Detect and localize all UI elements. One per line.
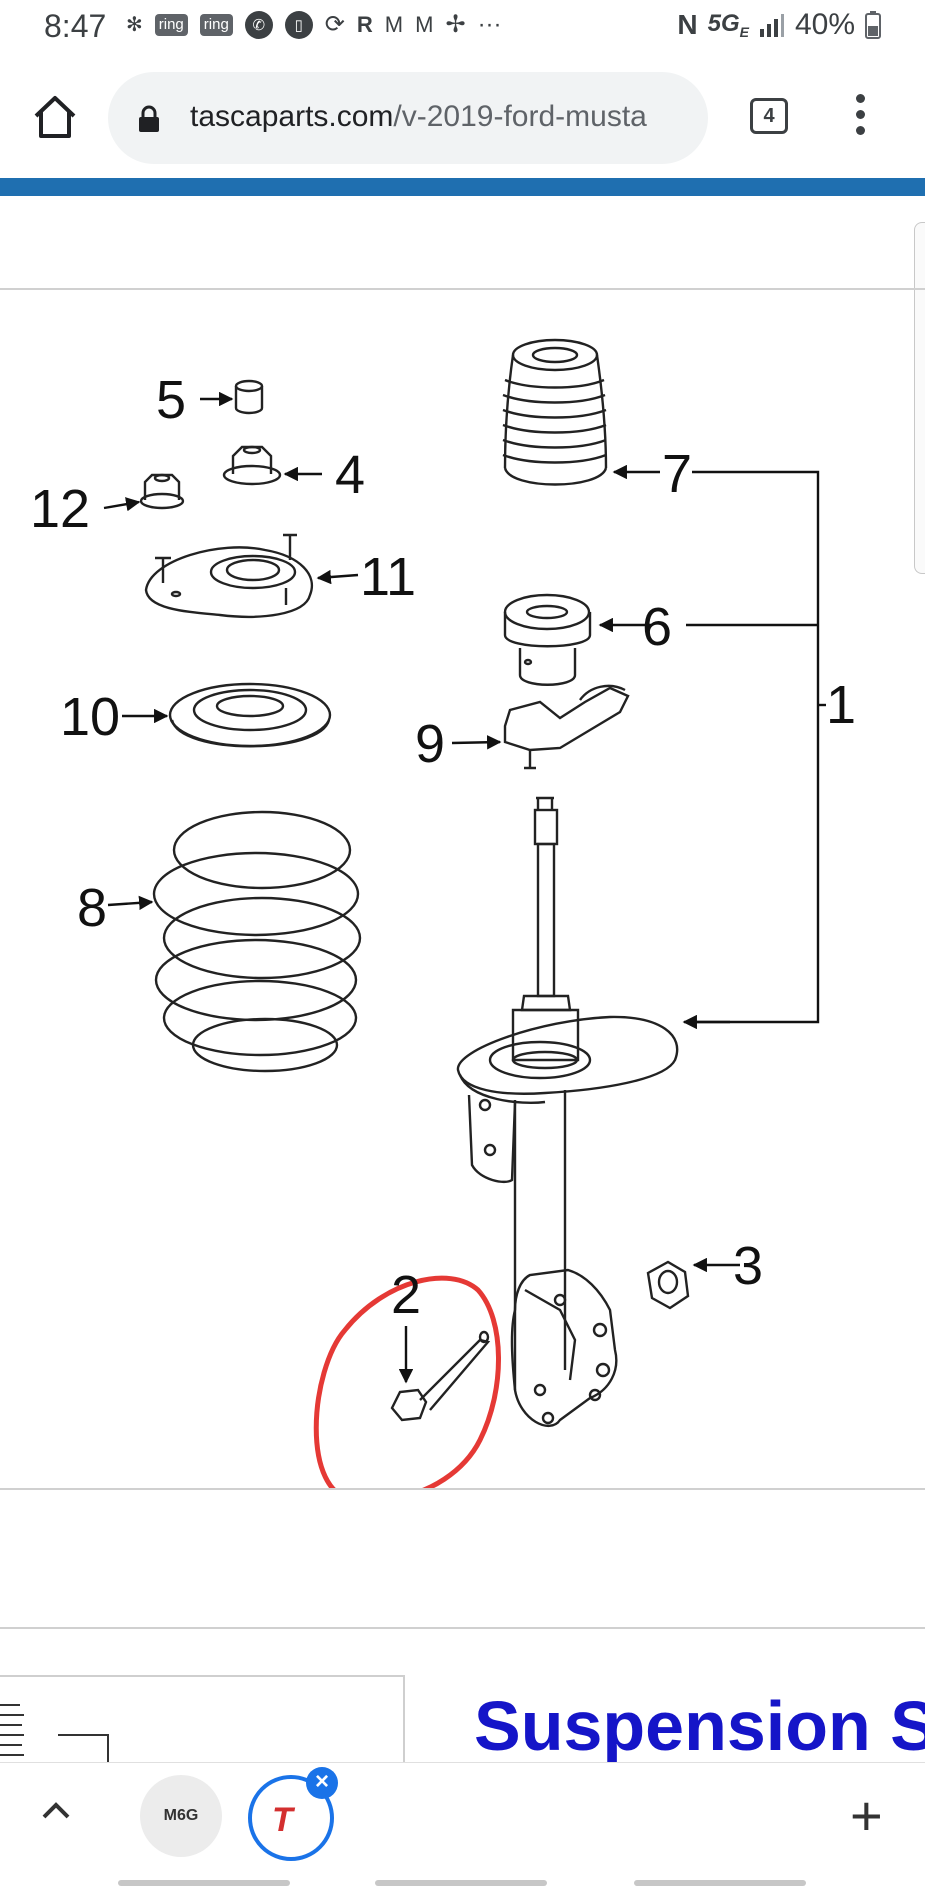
- gmail-icon: M: [415, 11, 434, 37]
- gesture-bar-right: [634, 1880, 806, 1886]
- gesture-bar-left: [118, 1880, 290, 1886]
- callout-6: 6: [642, 597, 672, 657]
- tasca-logo-icon: T: [272, 1801, 293, 1839]
- callout-10: 10: [60, 687, 120, 747]
- browser-toolbar: tascaparts.com/v-2019-ford-musta 4: [0, 58, 925, 178]
- overflow-menu-icon[interactable]: [854, 94, 866, 142]
- gmail-icon: M: [384, 11, 404, 37]
- side-drawer-handle[interactable]: [914, 222, 925, 574]
- ring-icon: ring: [154, 13, 188, 36]
- url-path: /v-2019-ford-musta: [393, 100, 647, 133]
- status-bar: 8:47 ✻ ring ring ✆ ▯ ⟳ R M M ✢ ··· N 5GE…: [0, 0, 925, 58]
- new-tab-button[interactable]: +: [850, 1784, 883, 1847]
- callout-4: 4: [335, 445, 365, 505]
- lock-icon: [139, 105, 159, 132]
- section-title: Suspension S: [474, 1687, 925, 1765]
- callout-5: 5: [156, 370, 186, 430]
- url-domain: tascaparts.com: [190, 100, 394, 133]
- divider: [0, 1488, 925, 1490]
- ring-icon: ring: [199, 13, 233, 36]
- callout-3: 3: [733, 1236, 763, 1296]
- nfc-icon: N: [677, 9, 698, 40]
- part-4-nut: [222, 445, 282, 486]
- parts-diagram: 5 4 12 11 10 8 7 6 9 1 3 2: [30, 338, 856, 1490]
- tab-strip: M6G T × +: [0, 1762, 925, 1871]
- sync-icon: ⟳: [324, 11, 345, 38]
- pinwheel-icon: ✢: [445, 11, 466, 38]
- r-icon: R: [356, 11, 373, 37]
- address-bar[interactable]: tascaparts.com/v-2019-ford-musta: [108, 72, 708, 164]
- callout-9: 9: [415, 714, 445, 774]
- part-3-flange-nut: [646, 1260, 690, 1310]
- network-type: 5GE: [707, 10, 749, 40]
- more-dots-icon: ···: [477, 10, 502, 38]
- part-8-coil-spring: [152, 810, 362, 1073]
- part-6-bump-stop: [503, 593, 592, 686]
- home-icon[interactable]: [32, 94, 78, 140]
- part-9-bracket: [503, 684, 630, 770]
- tab-thumbnail-tasca[interactable]: T ×: [248, 1767, 338, 1861]
- chevron-up-icon[interactable]: [38, 1793, 74, 1829]
- highlight-circle: [313, 1275, 501, 1490]
- part-11-upper-mount: [144, 533, 313, 618]
- tab-switcher-button[interactable]: 4: [750, 98, 788, 134]
- site-header-band: [0, 178, 925, 196]
- divider: [0, 1627, 925, 1629]
- callout-8: 8: [77, 878, 107, 938]
- part-2-bolt: [390, 1330, 491, 1422]
- part-1-strut-assembly: [456, 796, 679, 1428]
- url-text[interactable]: tascaparts.com/v-2019-ford-musta: [190, 100, 695, 134]
- callout-12: 12: [30, 479, 90, 539]
- battery-percent: 40%: [794, 8, 855, 41]
- battery-icon: [865, 11, 881, 39]
- phone-outline-icon: ▯: [284, 10, 313, 39]
- callout-1: 1: [826, 675, 856, 735]
- divider: [0, 288, 925, 290]
- phone-icon: ✆: [244, 10, 273, 39]
- part-10-spring-seat: [168, 682, 332, 748]
- callout-7: 7: [662, 444, 692, 504]
- part-7-dust-boot: [502, 338, 608, 486]
- status-time: 8:47: [44, 8, 107, 44]
- tab-thumbnail-m6g[interactable]: M6G: [140, 1775, 222, 1857]
- fan-icon: ✻: [126, 14, 143, 36]
- callout-11: 11: [360, 547, 416, 607]
- part-12-nut: [139, 473, 185, 510]
- notification-icons: ✻ ring ring ✆ ▯ ⟳ R M M ✢ ···: [126, 10, 502, 39]
- callout-2: 2: [391, 1265, 421, 1325]
- gesture-bar-center: [375, 1880, 547, 1886]
- status-right: N 5GE 40%: [677, 8, 881, 42]
- close-tab-icon[interactable]: ×: [306, 1767, 338, 1799]
- part-5-bushing: [234, 379, 264, 415]
- signal-icon: [759, 14, 784, 37]
